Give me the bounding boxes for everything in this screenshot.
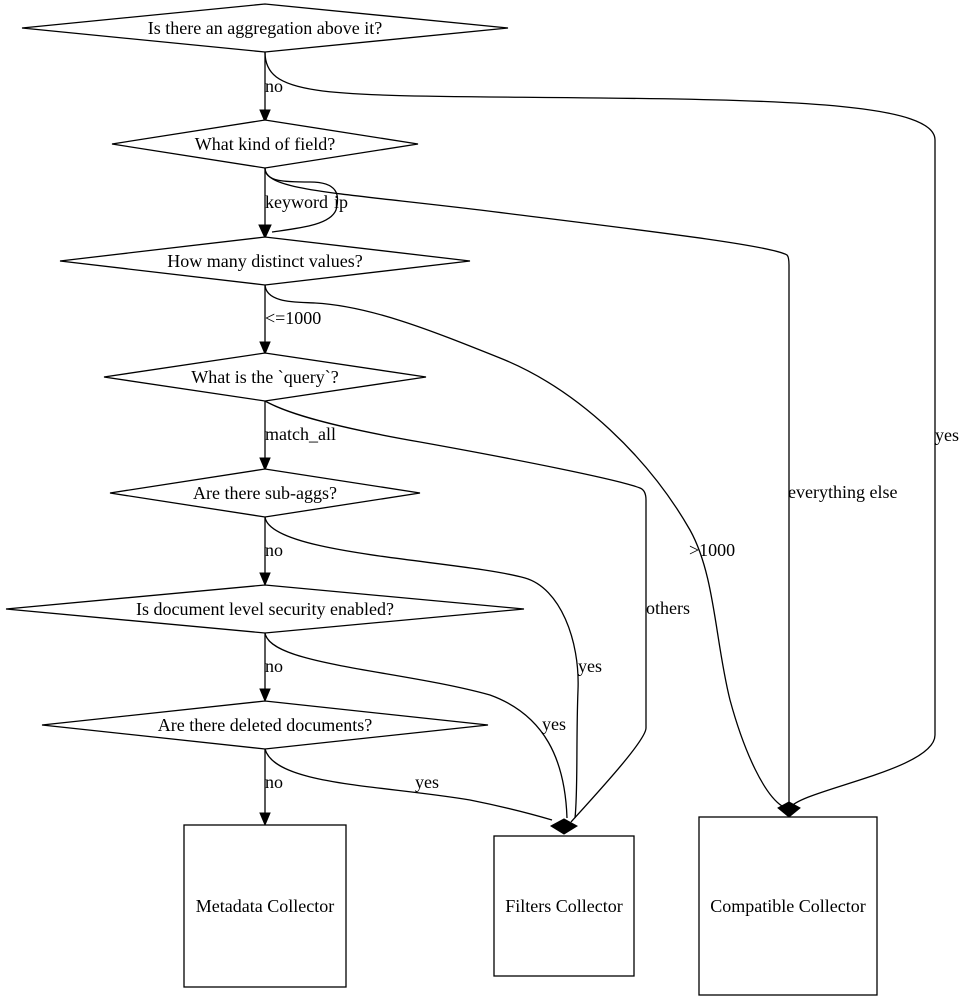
node-metadata-collector-label: Metadata Collector <box>196 896 334 916</box>
node-dls <box>5 584 525 634</box>
node-dls-label: Is document level security enabled? <box>136 599 394 619</box>
edge-into-compatible-arrowhead <box>777 801 801 818</box>
edge-aggregation-no-arrowhead <box>259 109 271 124</box>
node-distinct-values <box>59 236 471 286</box>
node-filters-collector-label: Filters Collector <box>505 896 622 916</box>
edge-distinct-le1000-arrowhead <box>259 341 271 356</box>
edge-label-field-everything-else: everything else <box>788 482 897 502</box>
node-distinct-values-label: How many distinct values? <box>167 251 362 271</box>
edge-deleted-no-arrowhead <box>259 812 271 827</box>
edge-deleted-yes <box>264 748 553 821</box>
edge-dls-no-arrowhead <box>259 688 271 703</box>
edge-label-deleted-yes: yes <box>415 772 439 792</box>
edge-label-deleted-no: no <box>265 772 283 792</box>
edge-label-query-others: others <box>646 598 690 618</box>
edge-label-query-match-all: match_all <box>265 424 336 444</box>
edge-label-dls-yes: yes <box>542 714 566 734</box>
node-field-kind-label: What kind of field? <box>195 134 335 154</box>
edge-subaggs-yes <box>264 516 579 819</box>
node-compatible-collector-label: Compatible Collector <box>710 896 865 916</box>
edge-into-filters-arrowhead <box>549 818 579 835</box>
node-aggregation-above-label: Is there an aggregation above it? <box>148 18 382 38</box>
edge-dls-yes <box>264 632 568 819</box>
edge-label-field-ip: ip <box>334 192 348 212</box>
edge-query-others <box>264 400 647 823</box>
node-deleted-docs <box>41 700 489 750</box>
node-deleted-docs-label: Are there deleted documents? <box>158 715 372 735</box>
node-compatible-collector <box>698 816 878 996</box>
edge-field-ip <box>264 167 339 233</box>
node-sub-aggs <box>109 468 421 518</box>
edge-label-distinct-gt1000: >1000 <box>689 540 735 560</box>
node-query <box>103 352 427 402</box>
edge-label-field-keyword: keyword <box>265 192 328 212</box>
node-aggregation-above <box>21 3 509 53</box>
edge-label-aggregation-no: no <box>265 76 283 96</box>
edge-field-everything-else <box>264 167 790 804</box>
node-filters-collector <box>493 835 635 977</box>
edge-field-keyword-arrowhead <box>258 224 272 240</box>
node-query-label: What is the `query`? <box>191 367 338 387</box>
edge-distinct-gt1000 <box>264 283 783 807</box>
node-metadata-collector <box>183 824 347 988</box>
edge-label-dls-no: no <box>265 656 283 676</box>
edge-label-distinct-le1000: <=1000 <box>265 308 321 328</box>
edge-subaggs-no-arrowhead <box>259 572 271 587</box>
edge-aggregation-yes <box>264 51 936 809</box>
edge-label-subaggs-yes: yes <box>578 656 602 676</box>
edge-query-match-all-arrowhead <box>259 457 271 472</box>
node-sub-aggs-label: Are there sub-aggs? <box>193 483 337 503</box>
edge-label-subaggs-no: no <box>265 540 283 560</box>
node-field-kind <box>111 119 419 169</box>
edge-label-aggregation-yes: yes <box>935 425 959 445</box>
